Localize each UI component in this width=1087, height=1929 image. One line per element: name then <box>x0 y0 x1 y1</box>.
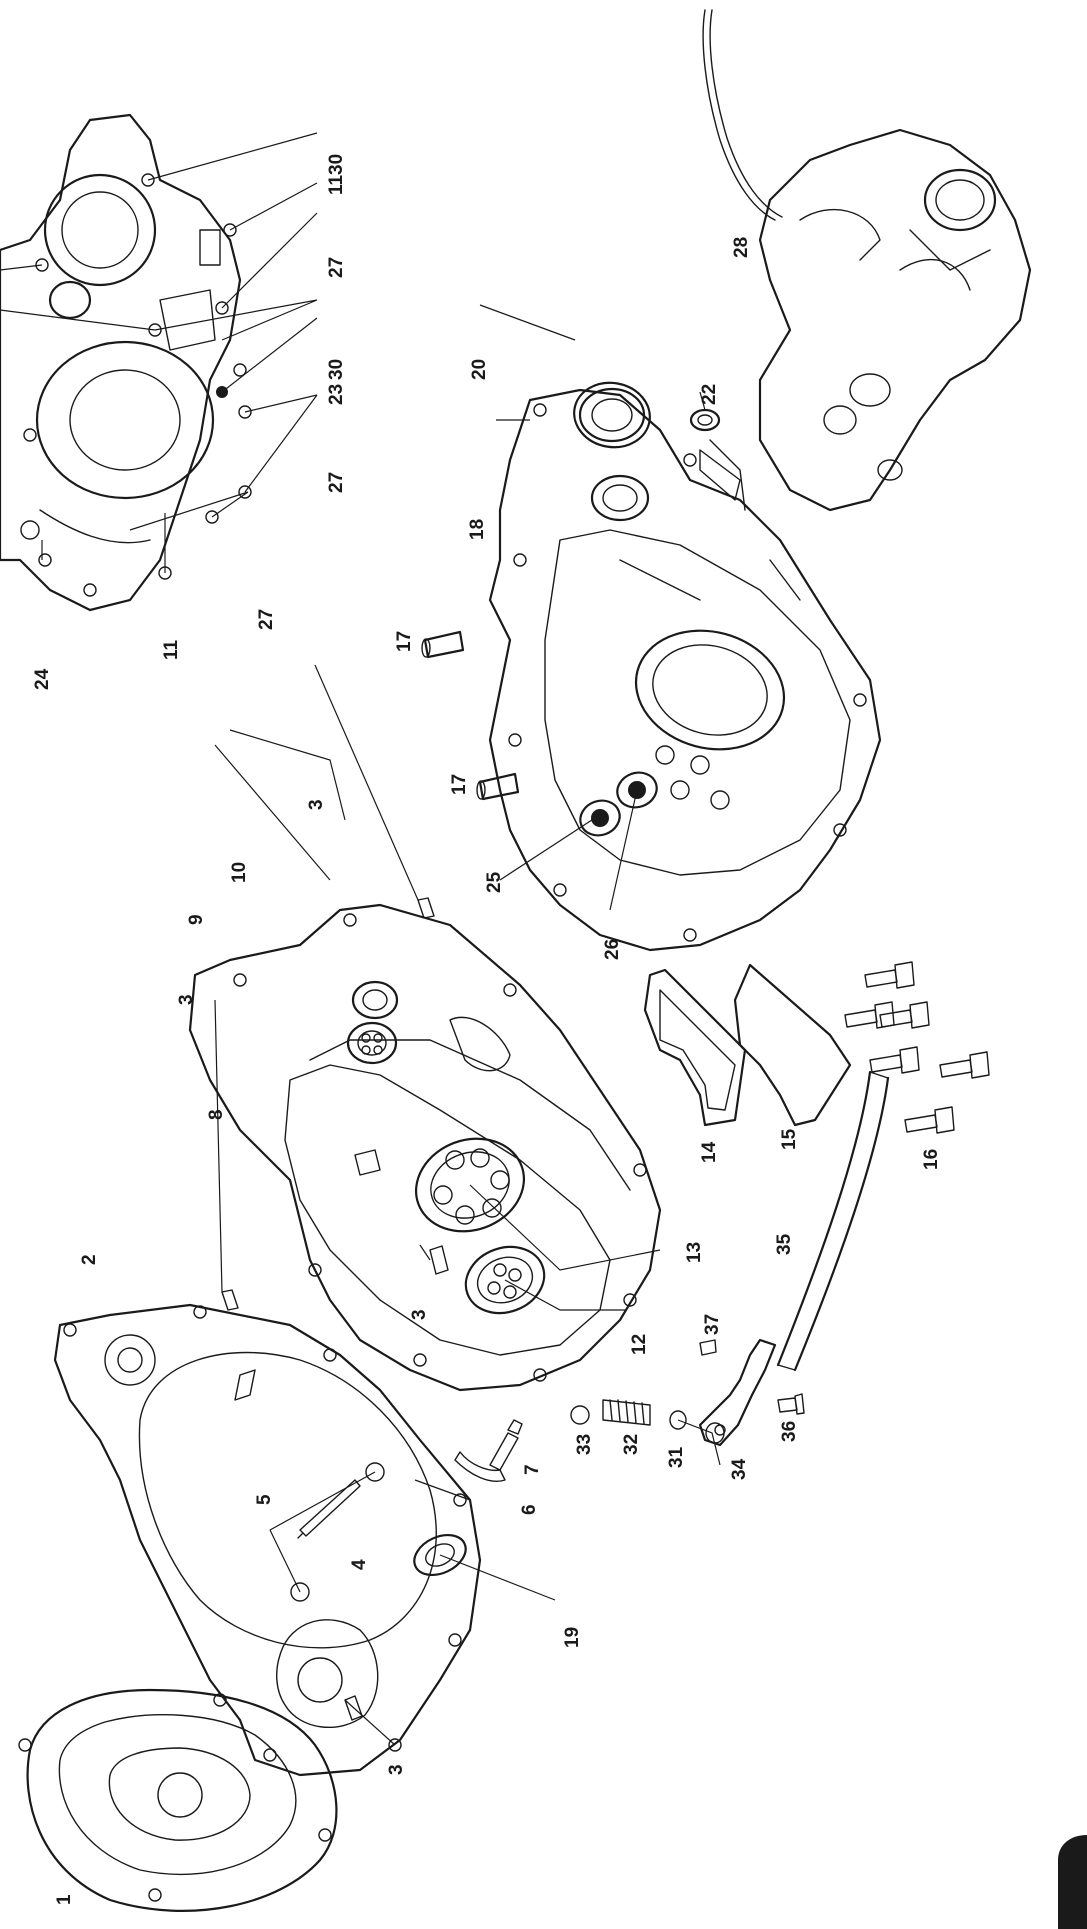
gasket-plate-part <box>643 968 747 1127</box>
callout-13: 13 <box>684 1242 705 1263</box>
clutch-cover-part <box>53 1303 482 1777</box>
callout-17b: 17 <box>449 774 470 795</box>
callout-3a: 3 <box>176 994 197 1005</box>
callout-14: 14 <box>699 1141 720 1163</box>
left-crankcase-half-part <box>188 903 662 1392</box>
callout-34: 34 <box>729 1458 750 1480</box>
callout-8: 8 <box>206 1109 227 1120</box>
callout-3b: 3 <box>306 799 327 810</box>
callout-22: 22 <box>699 384 720 405</box>
callout-16: 16 <box>921 1149 942 1170</box>
callout-10: 10 <box>229 862 250 883</box>
callout-11b: 11 <box>161 639 182 660</box>
dowel-pin-parts <box>221 897 449 1721</box>
callout-25: 25 <box>484 871 505 893</box>
callout-24: 24 <box>32 668 53 690</box>
callout-37: 37 <box>702 1314 723 1335</box>
callout-4: 4 <box>349 1559 370 1570</box>
callout-27c: 27 <box>256 609 277 630</box>
outer-cover-part <box>18 1688 338 1912</box>
callout-15: 15 <box>779 1128 800 1150</box>
callout-3d: 3 <box>409 1309 430 1320</box>
callout-labels: 1 2 3 3 3 3 4 5 6 7 8 9 10 11 11 12 13 1… <box>32 154 942 1905</box>
hose-part <box>776 1070 890 1372</box>
callout-12: 12 <box>629 1334 650 1355</box>
right-crankcase-half-part <box>488 387 882 952</box>
callout-5: 5 <box>254 1494 275 1505</box>
callout-23: 23 <box>326 384 347 405</box>
oil-seal-part <box>413 1533 467 1577</box>
oil-drain-fitting-parts <box>570 1338 805 1447</box>
bracket-part <box>454 1451 506 1482</box>
callout-20: 20 <box>469 359 490 380</box>
callout-30a: 30 <box>326 154 347 175</box>
callout-33: 33 <box>574 1434 595 1455</box>
callout-17a: 17 <box>394 631 415 652</box>
inner-crankcase-view-part <box>0 113 252 612</box>
callout-19: 19 <box>562 1627 583 1648</box>
callout-30b: 30 <box>326 359 347 380</box>
bearing-part <box>573 381 651 449</box>
bolt-set-part <box>844 961 990 1134</box>
callout-11a: 11 <box>326 174 347 195</box>
callout-18: 18 <box>467 519 488 540</box>
ignition-cover-part <box>702 9 1032 512</box>
callout-3c: 3 <box>386 1764 407 1775</box>
page-tab-corner <box>1058 1835 1087 1929</box>
callout-27a: 27 <box>326 257 347 278</box>
bolt-part <box>489 1419 523 1471</box>
callout-32: 32 <box>621 1434 642 1455</box>
sleeve-dowel-parts <box>421 630 520 801</box>
callout-2: 2 <box>79 1254 100 1265</box>
callout-31: 31 <box>666 1446 687 1468</box>
callout-7: 7 <box>522 1464 543 1475</box>
shaft-pin-part <box>297 1479 361 1539</box>
callout-36: 36 <box>779 1421 800 1442</box>
small-seal-part <box>689 408 721 432</box>
callout-26: 26 <box>602 939 623 960</box>
callout-6: 6 <box>519 1504 540 1515</box>
plug-parts <box>290 1462 385 1602</box>
callout-35: 35 <box>774 1233 795 1255</box>
callout-9: 9 <box>186 914 207 925</box>
callout-1: 1 <box>54 1894 75 1905</box>
callout-28: 28 <box>731 237 752 258</box>
cover-plate-part <box>733 963 852 1127</box>
callout-27b: 27 <box>326 472 347 493</box>
leader-lines <box>0 132 721 1746</box>
